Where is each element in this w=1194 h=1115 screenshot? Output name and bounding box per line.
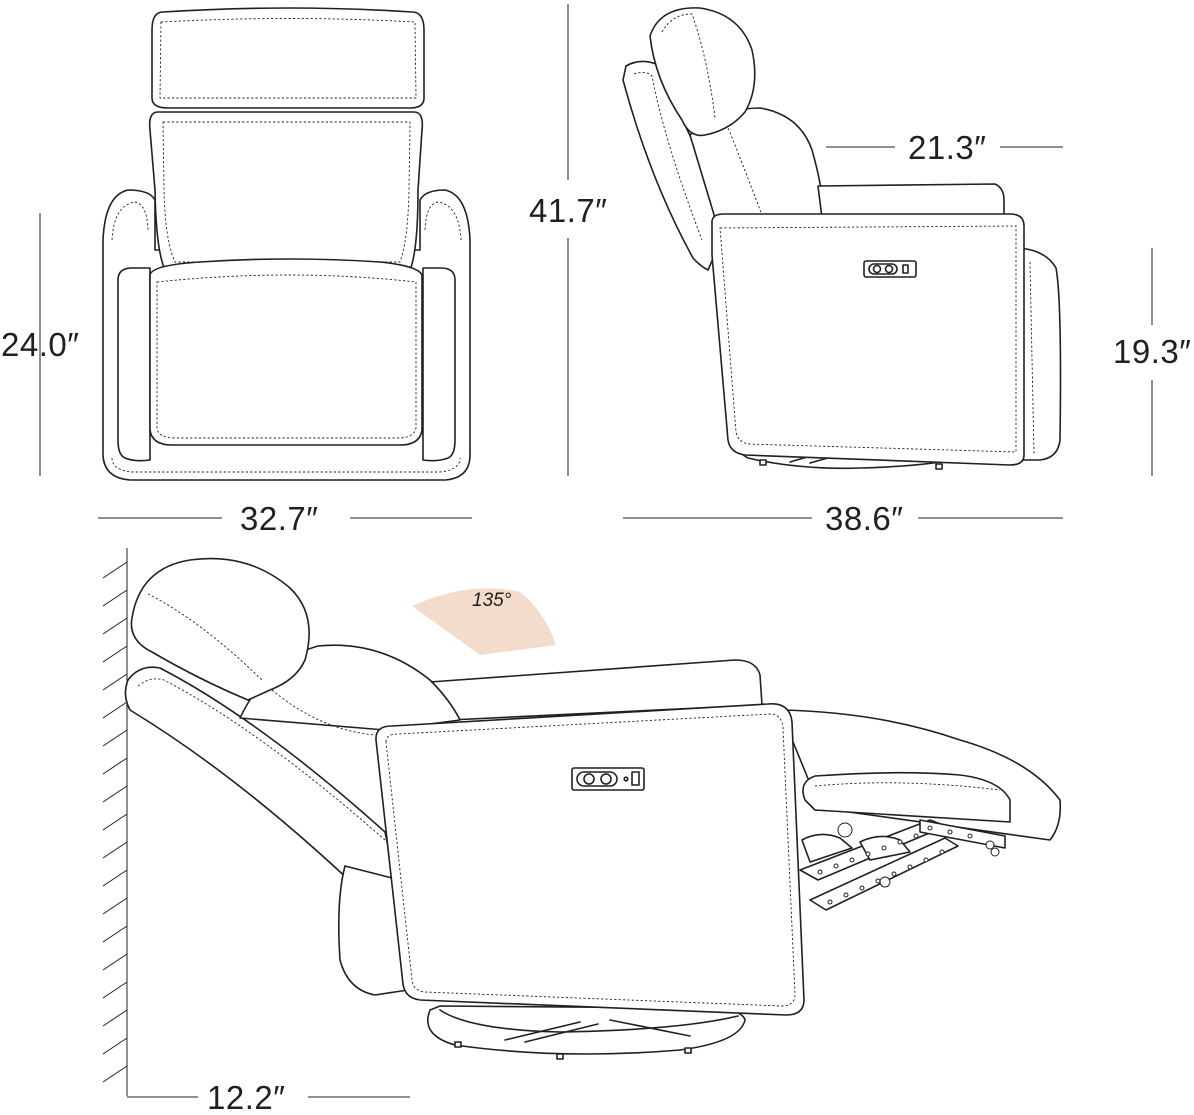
total-height-label: 41.7″ [529,192,607,229]
seat-depth-label: 21.3″ [908,129,986,166]
power-button-icon [868,263,898,275]
side-main-panel [711,213,1025,466]
wall [102,548,128,1096]
recline-angle-indicator: 135° [412,588,556,655]
front-headrest [151,7,425,109]
seat-height-label: 19.3″ [1113,333,1191,370]
wall-hatching [102,561,128,1083]
usb-port-icon [623,771,640,786]
power-button-icon [576,771,618,787]
front-right-arm-pad [422,267,456,462]
front-backrest [148,111,424,271]
wall-clearance-label: 12.2″ [207,1079,285,1115]
reclined-far-arm [429,659,763,721]
front-seat-cushion [149,258,423,446]
recline-angle-wedge [412,588,556,655]
side-far-arm [817,183,1005,219]
reclined-back-lower [337,865,409,996]
front-view [102,7,471,481]
front-height-label: 24.0″ [1,326,79,363]
reclined-swivel-base [427,1005,746,1055]
recline-mechanism [799,819,1006,911]
reclined-main-panel [375,703,805,1016]
side-view [622,7,1062,470]
reclined-footrest-pad [802,771,1011,823]
side-back-shell [622,60,731,271]
side-leg-rest [1017,247,1062,461]
reclined-headrest [130,557,310,701]
recline-angle-label: 135° [472,590,512,611]
reclined-view [124,557,1062,1060]
usb-port-icon [902,264,909,274]
front-left-arm-pad [117,267,151,462]
side-depth-label: 38.6″ [825,500,903,537]
front-width-label: 32.7″ [240,500,318,537]
side-headrest [649,7,756,137]
